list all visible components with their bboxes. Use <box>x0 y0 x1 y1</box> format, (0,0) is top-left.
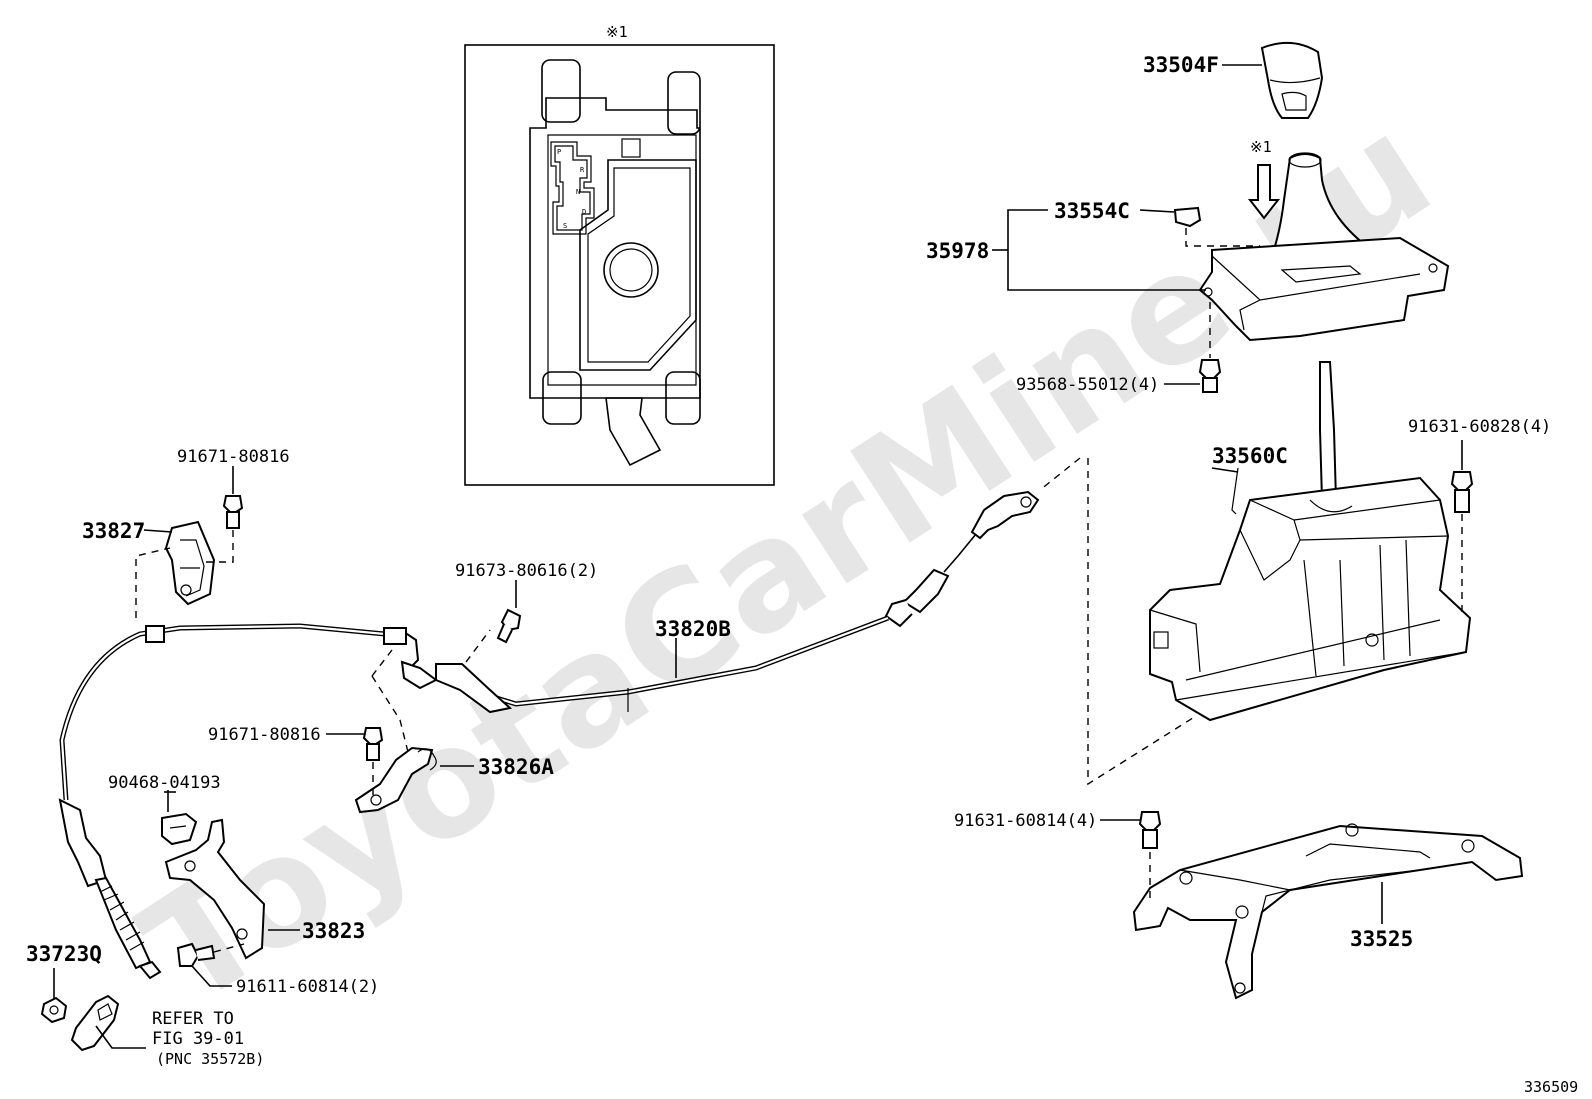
label-33826A: 33826A <box>478 755 554 779</box>
gate-letter-s: S <box>563 222 567 230</box>
label-35978: 35978 <box>926 239 989 263</box>
gate-letter-p: P <box>557 148 561 156</box>
label-90468-04193: 90468-04193 <box>108 773 221 793</box>
label-33823: 33823 <box>302 919 365 943</box>
inset-note-mark: ※1 <box>606 23 628 41</box>
label-33560C: 33560C <box>1212 444 1288 468</box>
gate-letter-n: N <box>576 188 580 196</box>
label-91611-60814-2: 91611-60814(2) <box>236 977 379 997</box>
label-91671-80816-mid: 91671-80816 <box>208 725 321 745</box>
figure-id: 336509 <box>1524 1078 1578 1096</box>
base-bracket-33525: 33525 91631-60814(4) <box>954 811 1524 1000</box>
bracket-33827: 33827 91671-80816 <box>82 447 290 618</box>
shift-cable-33820B: 33820B <box>58 457 1081 980</box>
refer-line-1: REFER TO <box>152 1009 234 1029</box>
label-33525: 33525 <box>1350 927 1413 951</box>
label-33820B: 33820B <box>655 617 731 641</box>
bolt-91673-80616: 91673-80616(2) <box>455 561 598 644</box>
shift-lever-housing-33560C: 33560C 91631-60828(4) <box>1087 361 1551 786</box>
arrow-note-mark: ※1 <box>1250 138 1272 156</box>
label-33827: 33827 <box>82 519 145 543</box>
clip-33826A: 33826A 91671-80816 <box>208 725 554 814</box>
bracket-33823: 33823 91611-60814(2) <box>164 818 379 997</box>
label-91673-80616: 91673-80616(2) <box>455 561 598 581</box>
nut-33723Q-and-reference: 33723Q REFER TO FIG 39-01 (PNC 35572B) <box>26 942 264 1068</box>
label-91671-80816-top: 91671-80816 <box>177 447 290 467</box>
label-33504F: 33504F <box>1143 53 1219 77</box>
label-93568-55012: 93568-55012(4) <box>1016 375 1159 395</box>
clip-90468-04193: 90468-04193 <box>108 773 221 846</box>
gate-letter-d: D <box>582 208 586 216</box>
label-91631-60828: 91631-60828(4) <box>1408 417 1551 437</box>
label-33554C: 33554C <box>1054 199 1130 223</box>
refer-line-2: FIG 39-01 <box>152 1029 244 1049</box>
gate-letter-r: R <box>580 166 585 174</box>
label-91631-60814-4: 91631-60814(4) <box>954 811 1097 831</box>
shift-boot-plate-35978: ※1 33554C 35978 93568-55012(4) <box>926 138 1450 395</box>
shift-knob-33504F: 33504F <box>1143 41 1324 119</box>
label-33723Q: 33723Q <box>26 942 102 966</box>
refer-line-3: (PNC 35572B) <box>156 1050 264 1068</box>
inset-shift-gate-detail: ※1 P R N D S <box>464 23 775 486</box>
